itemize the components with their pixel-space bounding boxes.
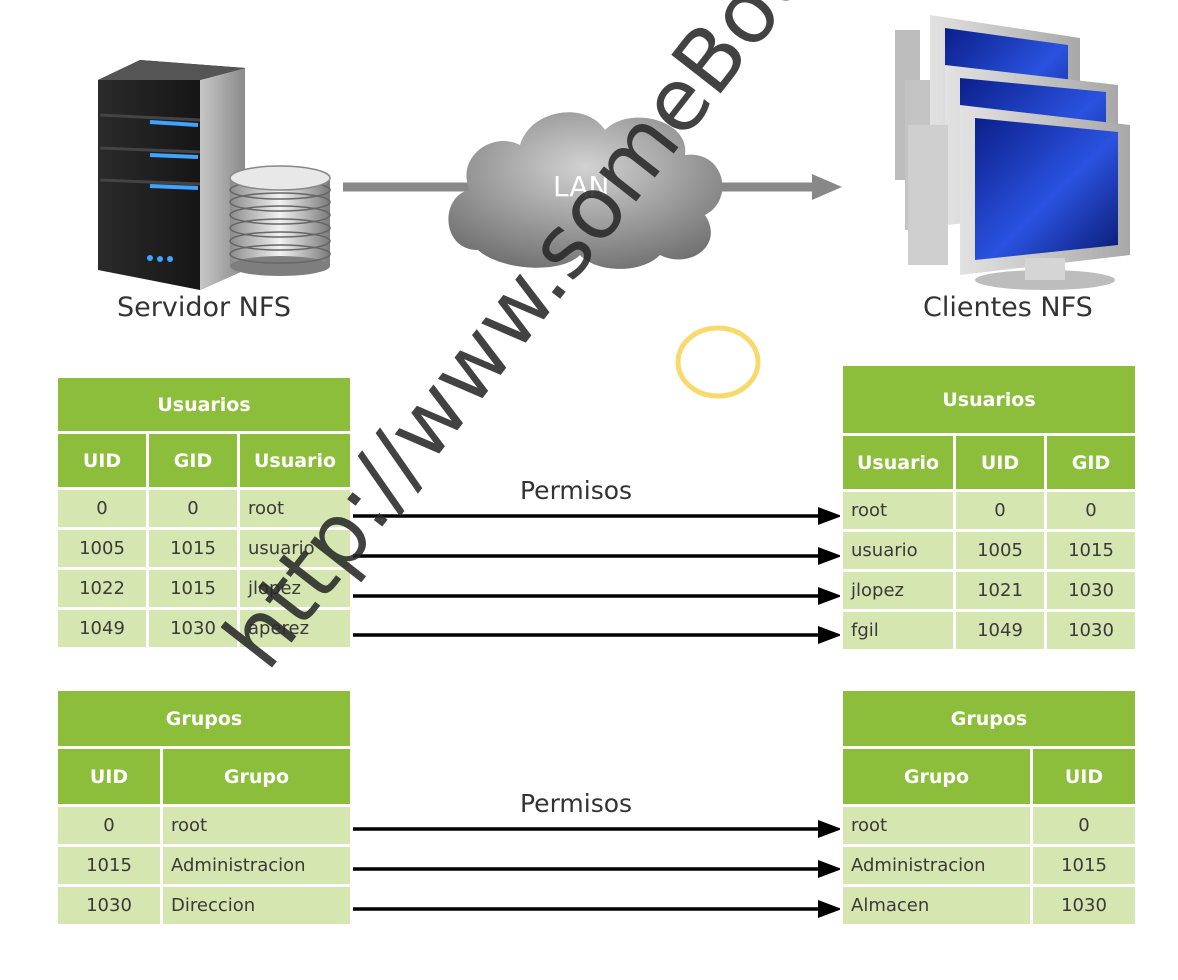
table-cell: aperez [240,610,350,647]
column-header: GID [1047,436,1135,489]
server-users-table: Usuarios UID GID Usuario 0 0 root 1005 1… [55,375,353,650]
table-cell: 1022 [58,570,146,607]
table-cell: root [843,492,953,529]
column-header: Usuario [843,436,953,489]
table-cell: fgil [843,612,953,649]
cloud-label: LAN [553,170,610,203]
table-cell: 0 [149,490,237,527]
table-cell: usuario [843,532,953,569]
table-cell: 1005 [58,530,146,567]
column-header: UID [956,436,1044,489]
table-cell: jlopez [240,570,350,607]
table-title: Usuarios [843,366,1135,433]
column-header: UID [58,434,146,487]
watermark-logo-ring [675,325,761,399]
table-cell: 1015 [149,570,237,607]
table-cell: jlopez [843,572,953,609]
table-cell: 1030 [1047,612,1135,649]
table-cell: Direccion [163,887,350,924]
table-cell: usuario [240,530,350,567]
table-cell: 1030 [1033,887,1135,924]
column-header: Usuario [240,434,350,487]
table-cell: 1021 [956,572,1044,609]
table-cell: 1015 [1047,532,1135,569]
table-title: Usuarios [58,378,350,431]
group-arrows [350,820,842,918]
column-header: Grupo [843,749,1030,804]
table-title: Grupos [58,691,350,746]
table-cell: 1015 [149,530,237,567]
table-cell: 0 [58,807,160,844]
column-header: UID [58,749,160,804]
cloud-icon [448,112,723,269]
table-cell: root [843,807,1030,844]
column-header: GID [149,434,237,487]
table-cell: 0 [1033,807,1135,844]
users-permisos-label: Permisos [520,476,633,505]
table-cell: Almacen [843,887,1030,924]
column-header: Grupo [163,749,350,804]
table-cell: 1005 [956,532,1044,569]
groups-permisos-label: Permisos [520,789,633,818]
table-cell: root [240,490,350,527]
server-caption: Servidor NFS [117,292,292,323]
table-cell: 0 [956,492,1044,529]
server-icon [98,60,245,290]
table-cell: 1015 [58,847,160,884]
table-cell: root [163,807,350,844]
database-icon [229,165,331,276]
table-title: Grupos [843,691,1135,746]
table-cell: Administracion [843,847,1030,884]
clients-icon [895,15,1130,290]
column-header: UID [1033,749,1135,804]
table-cell: 1030 [58,887,160,924]
table-cell: 0 [58,490,146,527]
table-cell: Administracion [163,847,350,884]
client-users-table: Usuarios Usuario UID GID root 0 0 usuari… [840,363,1138,652]
table-cell: 0 [1047,492,1135,529]
table-cell: 1030 [149,610,237,647]
client-groups-table: Grupos Grupo UID root 0 Administracion 1… [840,688,1138,927]
lan-arrowhead [812,174,842,200]
server-groups-table: Grupos UID Grupo 0 root 1015 Administrac… [55,688,353,927]
table-cell: 1015 [1033,847,1135,884]
table-cell: 1049 [58,610,146,647]
user-arrows [350,507,842,644]
table-cell: 1049 [956,612,1044,649]
table-cell: 1030 [1047,572,1135,609]
clients-caption: Clientes NFS [923,292,1093,323]
